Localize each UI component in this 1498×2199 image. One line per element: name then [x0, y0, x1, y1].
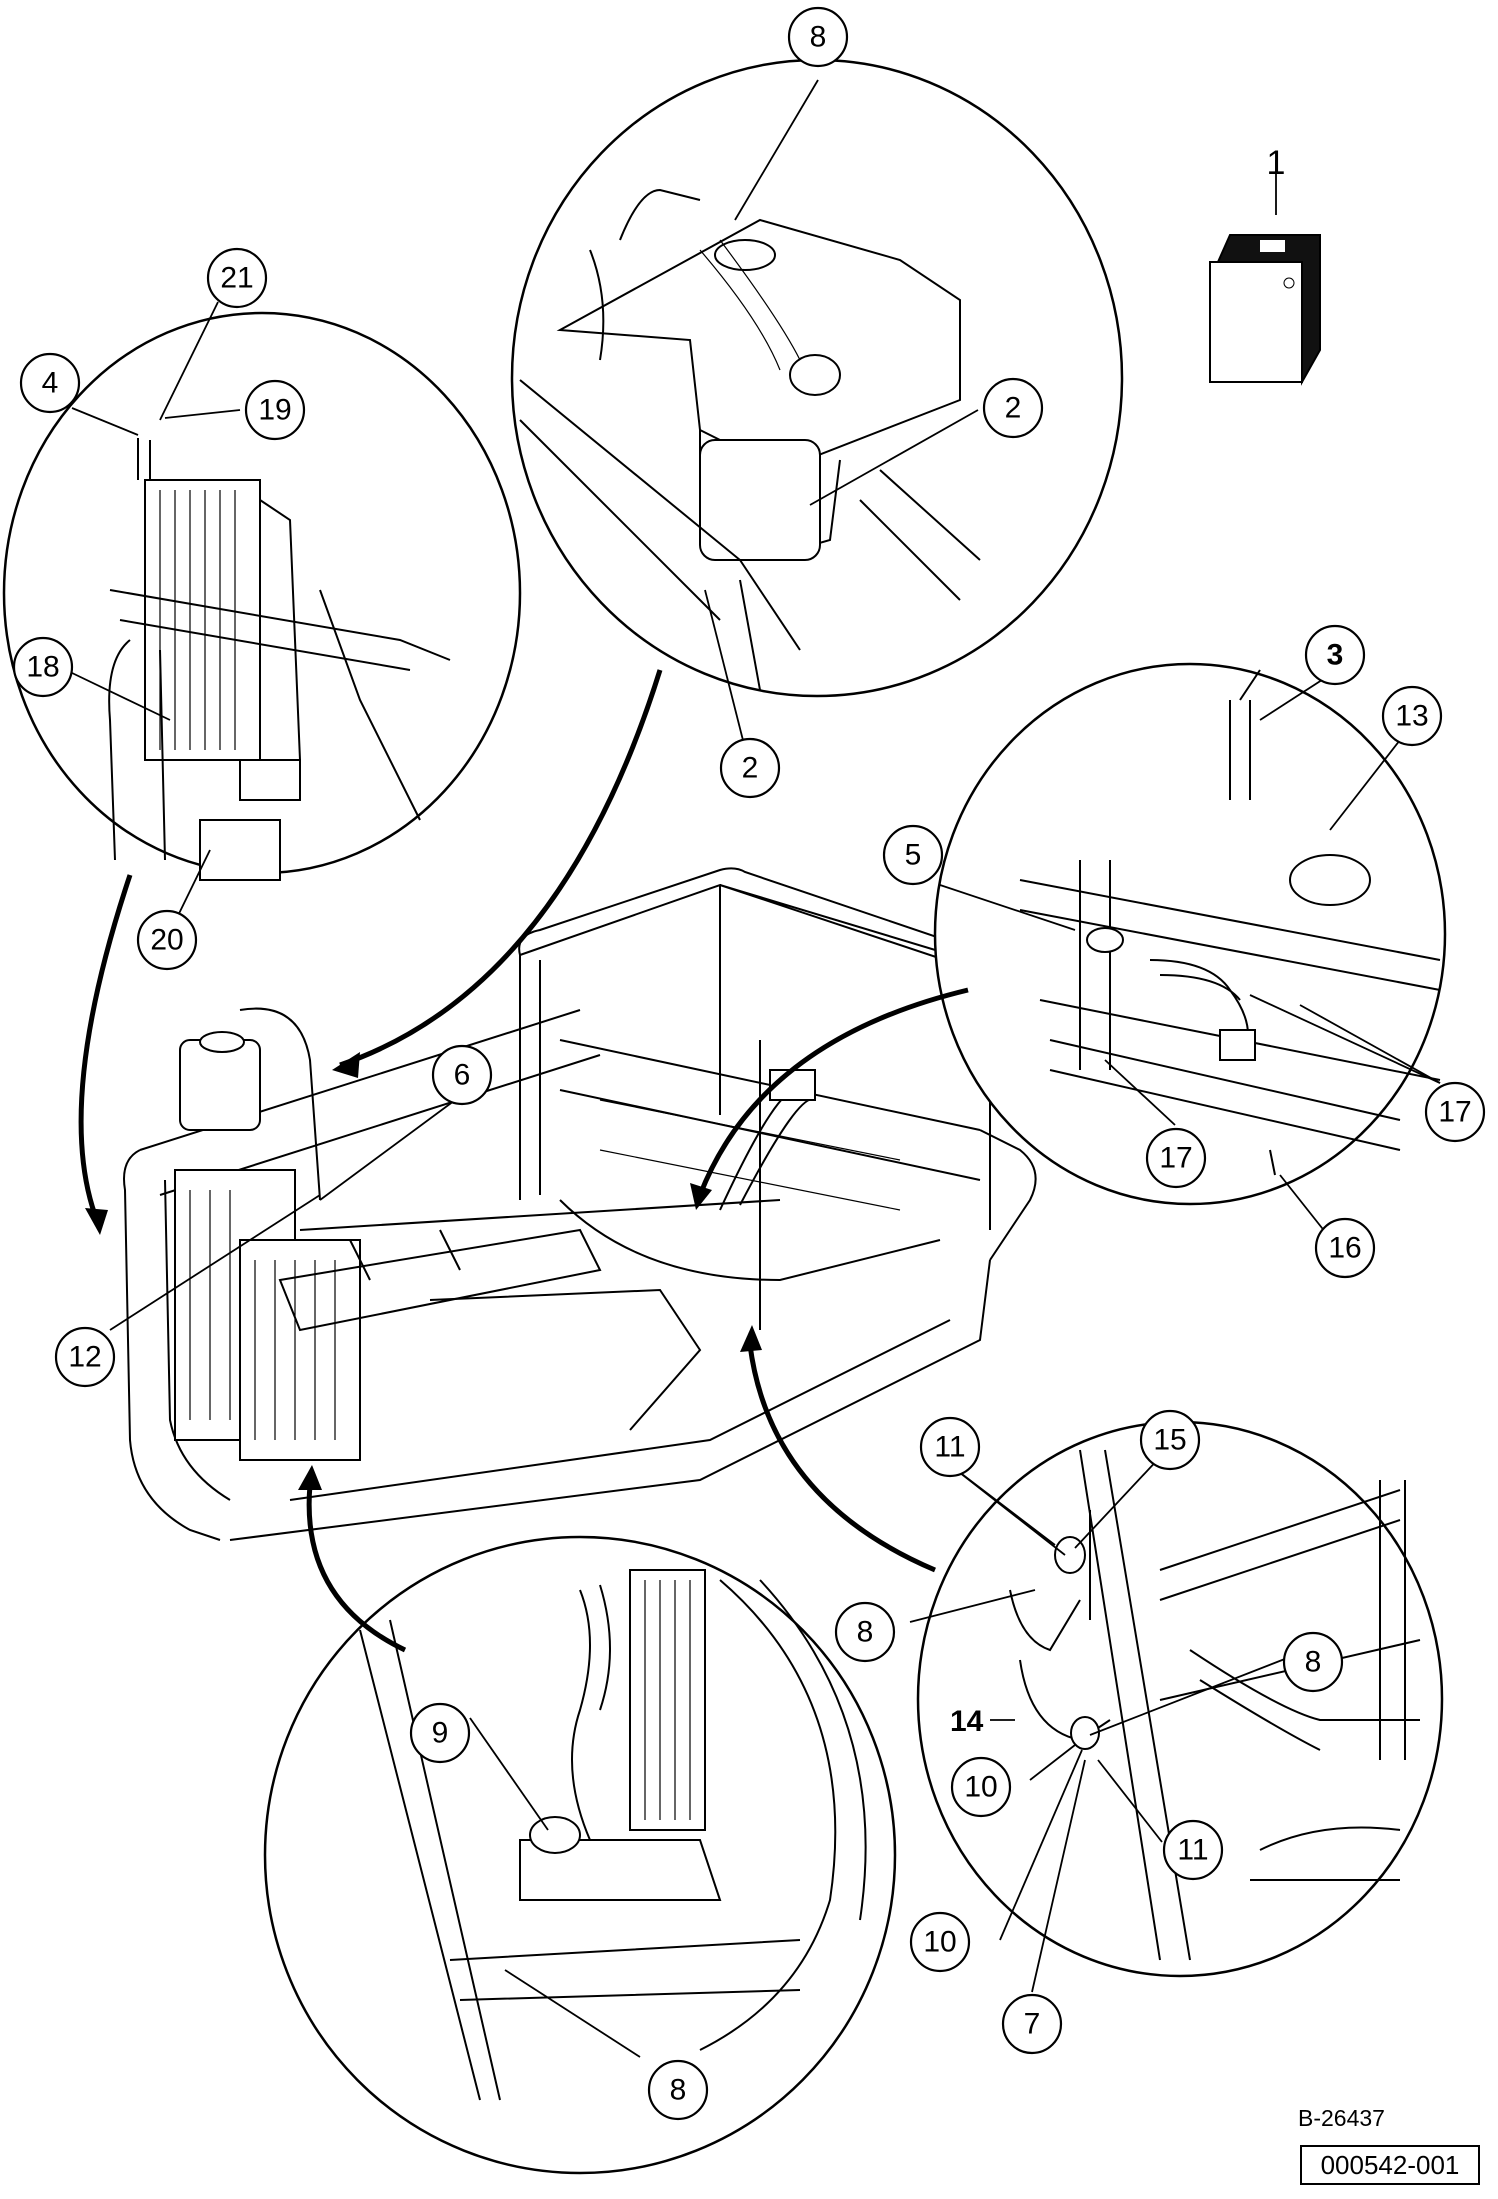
callout-8-right: 8 — [1282, 1631, 1344, 1693]
callout-label: 10 — [964, 1771, 997, 1804]
callout-6: 6 — [431, 1044, 493, 1106]
callout-label: 21 — [220, 262, 253, 295]
callout-label: 8 — [810, 21, 827, 54]
callout-label: 8 — [670, 2074, 687, 2107]
callout-1: 1 — [1267, 144, 1286, 182]
callout-label: 5 — [905, 839, 922, 872]
callout-13: 13 — [1381, 685, 1443, 747]
callout-label: 17 — [1438, 1096, 1471, 1129]
callout-8-mid: 8 — [834, 1601, 896, 1663]
callout-21: 21 — [206, 247, 268, 309]
callout-9: 9 — [409, 1702, 471, 1764]
callout-label: 11 — [934, 1431, 965, 1464]
callout-4: 4 — [19, 352, 81, 414]
callout-label: 12 — [68, 1341, 101, 1374]
callout-label: 9 — [432, 1717, 449, 1750]
callout-label: 8 — [1305, 1646, 1322, 1679]
detail-radiator — [2, 311, 522, 881]
callout-10-a: 10 — [950, 1756, 1012, 1818]
callout-2-bottom: 2 — [719, 737, 781, 799]
callout-label: 2 — [1005, 392, 1022, 425]
callout-20: 20 — [136, 909, 198, 971]
callout-11-top: 11 — [919, 1416, 981, 1478]
callout-label: 3 — [1327, 639, 1344, 672]
callout-14: 14 — [950, 1705, 984, 1738]
part-1-icon — [1209, 234, 1321, 386]
callout-label: 13 — [1395, 700, 1428, 733]
detail-reservoir — [510, 58, 1124, 698]
callout-label: 19 — [258, 394, 291, 427]
callout-label: 10 — [923, 1926, 956, 1959]
callout-16: 16 — [1314, 1217, 1376, 1279]
callout-7: 7 — [1001, 1993, 1063, 2055]
callout-10-b: 10 — [909, 1911, 971, 1973]
callout-label: 16 — [1328, 1232, 1361, 1265]
callout-label: 17 — [1159, 1142, 1192, 1175]
callout-19: 19 — [244, 379, 306, 441]
callout-12: 12 — [54, 1326, 116, 1388]
callout-label: 2 — [742, 752, 759, 785]
callout-label: 11 — [1177, 1834, 1208, 1867]
callout-label: 4 — [42, 367, 59, 400]
callout-11-bottom: 11 — [1162, 1819, 1224, 1881]
callout-17-right: 17 — [1424, 1081, 1486, 1143]
callout-label: 8 — [857, 1616, 874, 1649]
callout-17-left: 17 — [1145, 1127, 1207, 1189]
callout-2-right: 2 — [982, 377, 1044, 439]
pointing-arrows — [78, 669, 969, 1653]
callout-8-bottom: 8 — [647, 2059, 709, 2121]
detail-lower-hose — [263, 1535, 897, 2175]
callout-label: 7 — [1024, 2008, 1041, 2041]
drawing-number: B-26437 — [1298, 2105, 1385, 2131]
detail-tank-bottom — [933, 662, 1447, 1206]
callout-label: 18 — [26, 651, 59, 684]
callout-18: 18 — [12, 636, 74, 698]
callout-5: 5 — [882, 824, 944, 886]
leader-lines — [69, 79, 1441, 2058]
callout-label: 20 — [150, 924, 183, 957]
callout-15: 15 — [1139, 1409, 1201, 1471]
callout-8-top: 8 — [787, 6, 849, 68]
document-number-box: 000542-001 — [1300, 2145, 1480, 2185]
main-frame-assembly — [123, 867, 1037, 1541]
callouts: 8 1 21 4 19 2 18 2 3 13 5 20 6 17 17 16 … — [12, 6, 1486, 2121]
callout-3: 3 — [1304, 624, 1366, 686]
callout-label: 6 — [454, 1059, 471, 1092]
callout-label: 15 — [1153, 1424, 1186, 1457]
